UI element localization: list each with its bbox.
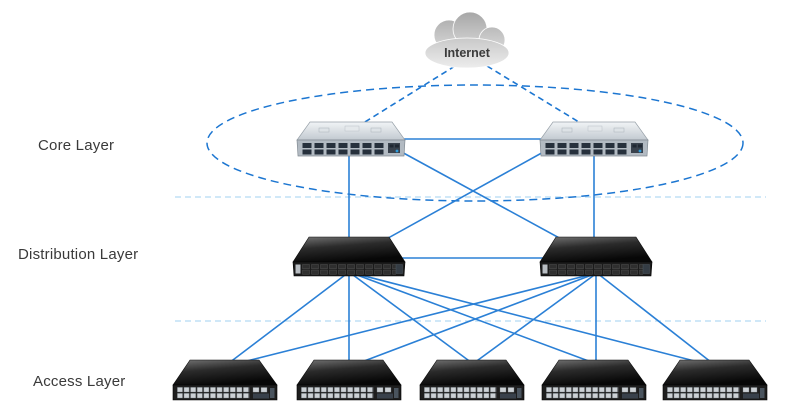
distribution-switch-2 <box>539 236 653 277</box>
core-layer-label: Core Layer <box>38 137 115 154</box>
access-switch-1 <box>172 359 278 401</box>
link-dist2-access5 <box>596 272 717 367</box>
layer-separators <box>175 196 766 322</box>
distribution-switch-1 <box>292 236 406 277</box>
internet-cloud-icon <box>424 11 510 69</box>
link-dist1-access1 <box>224 271 350 367</box>
link-internet-core1 <box>351 65 456 131</box>
link-dist2-access2 <box>350 272 598 367</box>
link-dist2-access1 <box>226 272 598 367</box>
access-switch-2 <box>296 359 402 401</box>
core-switch-1 <box>296 121 406 157</box>
internet-uplinks <box>351 65 593 131</box>
access-switch-3 <box>419 359 525 401</box>
core-switch-2 <box>539 121 649 157</box>
link-core1-dist2 <box>397 149 586 253</box>
link-dist1-access4 <box>348 271 595 364</box>
link-core2-dist1 <box>362 149 548 253</box>
access-layer-label: Access Layer <box>33 373 126 390</box>
core-layer-ellipse <box>206 84 744 202</box>
link-dist1-access5 <box>348 271 715 367</box>
link-dist2-access3 <box>473 272 598 364</box>
internet-cloud-label: Internet <box>444 46 490 60</box>
link-internet-core2 <box>486 65 593 131</box>
access-switch-4 <box>541 359 647 401</box>
access-switch-5 <box>662 359 768 401</box>
solid-links <box>224 138 717 367</box>
link-dist1-access3 <box>348 271 473 364</box>
distribution-layer-label: Distribution Layer <box>18 246 139 263</box>
